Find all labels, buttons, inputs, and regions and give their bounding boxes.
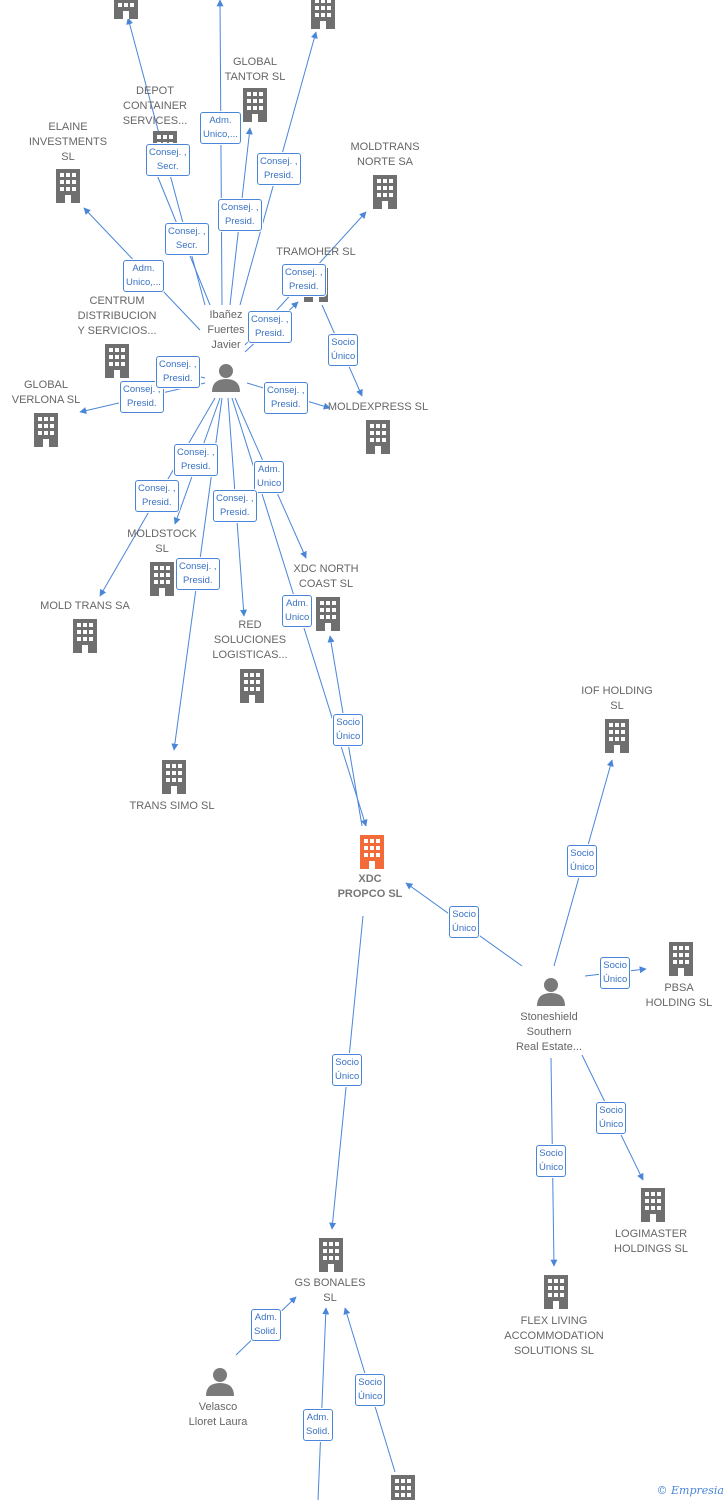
node-label-gs-bonales[interactable]: GS BONALES SL xyxy=(294,1277,366,1304)
node-label-red-soluciones[interactable]: RED SOLUCIONES LOGISTICAS... xyxy=(212,619,288,661)
node-label-moldstock[interactable]: MOLDSTOCK SL xyxy=(127,528,197,555)
building-icon-flex-living[interactable] xyxy=(544,1275,568,1309)
building-icon-centrum[interactable] xyxy=(105,344,129,378)
edge-label-ibanez-moldstock[interactable]: Consej. , Presid. xyxy=(174,444,218,476)
node-label-trans-simo[interactable]: TRANS SIMO SL xyxy=(129,800,215,812)
node-label-xdc-propco[interactable]: XDC PROPCO SL xyxy=(337,873,403,900)
edge-label-velasco-gs_bonales[interactable]: Adm. Solid. xyxy=(251,1309,281,1341)
building-icon-global-verlona[interactable] xyxy=(34,413,58,447)
copyright-symbol: © xyxy=(656,1484,668,1497)
icons-layer xyxy=(34,0,693,1500)
edge-label-xdc_propco-gs_bonales[interactable]: Socio Único xyxy=(332,1054,363,1086)
building-icon-top1[interactable] xyxy=(114,0,138,19)
building-icon-mold-trans[interactable] xyxy=(73,619,97,653)
edge-label-xdc_propco-xdc_north[interactable]: Socio Único xyxy=(333,714,364,746)
building-icon-red-soluciones[interactable] xyxy=(240,669,264,703)
edge-label-tramoher-moldexpress[interactable]: Socio Único xyxy=(328,334,359,366)
building-icon-trans-simo[interactable] xyxy=(162,760,186,794)
node-label-tramoher[interactable]: TRAMOHER SL xyxy=(276,246,356,258)
edge-label-bottom_building-gs_bonales-2[interactable]: Adm. Solid. xyxy=(303,1409,333,1441)
person-icon-ibanez[interactable] xyxy=(212,364,240,392)
edge-label-ibanez-moldtrans_norte[interactable]: Consej. , Presid. xyxy=(282,264,326,296)
edge-label-ibanez-xdc_propco[interactable]: Adm. Unico xyxy=(282,595,313,627)
building-icon-moldtrans-norte[interactable] xyxy=(373,175,397,209)
node-label-logimaster[interactable]: LOGIMASTER HOLDINGS SL xyxy=(614,1228,688,1255)
building-icon-xdc-north[interactable] xyxy=(316,597,340,631)
node-label-mold-trans[interactable]: MOLD TRANS SA xyxy=(40,600,130,612)
edge-label-ibanez-depot-2[interactable]: Consej. , Secr. xyxy=(165,223,209,255)
footer-brand: © Empresia xyxy=(657,1484,725,1497)
person-icon-stoneshield[interactable] xyxy=(537,978,565,1006)
edge-label-ibanez-depot[interactable]: Adm. Unico,... xyxy=(200,112,241,144)
node-label-xdc-north[interactable]: XDC NORTH COAST SL xyxy=(293,563,359,590)
node-label-ibanez[interactable]: Ibañez Fuertes Javier xyxy=(207,309,245,351)
node-label-stoneshield[interactable]: Stoneshield Southern Real Estate... xyxy=(515,1011,583,1053)
node-label-moldexpress[interactable]: MOLDEXPRESS SL xyxy=(327,401,429,413)
edge-label-ibanez-xdc_north[interactable]: Adm. Unico xyxy=(254,461,285,493)
building-icon-moldstock[interactable] xyxy=(150,562,174,596)
building-icon-logimaster[interactable] xyxy=(641,1188,665,1222)
edge-label-stoneshield-flex_living[interactable]: Socio Único xyxy=(536,1145,567,1177)
edge-label-ibanez-global_tantor[interactable]: Consej. , Presid. xyxy=(218,199,262,231)
edge-label-stoneshield-pbsa[interactable]: Socio Único xyxy=(600,957,631,989)
edge-label-ibanez-top2[interactable]: Consej. , Presid. xyxy=(257,153,301,185)
edge-label-ibanez-red_soluciones[interactable]: Consej. , Presid. xyxy=(213,490,257,522)
edge-label-ibanez-top1[interactable]: Consej. , Secr. xyxy=(146,144,190,176)
edge-label-ibanez-mold_trans[interactable]: Consej. , Presid. xyxy=(135,480,179,512)
brand-name: Empresia xyxy=(671,1484,724,1497)
node-label-elaine[interactable]: ELAINE INVESTMENTS SL xyxy=(28,121,108,163)
building-icon-xdc-propco[interactable] xyxy=(360,835,384,869)
edge-label-ibanez-tramoher[interactable]: Consej. , Presid. xyxy=(248,311,292,343)
building-icon-bottom-building[interactable] xyxy=(391,1475,415,1500)
edge-label-ibanez-elaine[interactable]: Adm. Unico,... xyxy=(123,260,164,292)
node-label-iof[interactable]: IOF HOLDING SL xyxy=(581,685,653,712)
edge-label-ibanez-moldexpress[interactable]: Consej. , Presid. xyxy=(264,382,308,414)
node-label-depot[interactable]: DEPOT CONTAINER SERVICES... xyxy=(122,85,188,127)
edge-label-stoneshield-logimaster[interactable]: Socio Único xyxy=(596,1102,627,1134)
person-icon-velasco[interactable] xyxy=(206,1368,234,1396)
building-icon-top2[interactable] xyxy=(311,0,335,29)
node-label-centrum[interactable]: CENTRUM DISTRIBUCION Y SERVICIOS... xyxy=(77,295,157,337)
edge-label-ibanez-trans_simo[interactable]: Consej. , Presid. xyxy=(176,558,220,590)
building-icon-gs-bonales[interactable] xyxy=(319,1238,343,1272)
building-icon-global-tantor[interactable] xyxy=(243,88,267,122)
node-label-flex-living[interactable]: FLEX LIVING ACCOMMODATION SOLUTIONS SL xyxy=(504,1315,604,1357)
building-icon-pbsa[interactable] xyxy=(669,942,693,976)
edge-label-bottom_building-gs_bonales[interactable]: Socio Único xyxy=(355,1374,386,1406)
building-icon-moldexpress[interactable] xyxy=(366,420,390,454)
building-icon-elaine[interactable] xyxy=(56,169,80,203)
node-label-velasco[interactable]: Velasco Lloret Laura xyxy=(188,1401,248,1428)
building-icon-iof[interactable] xyxy=(605,719,629,753)
node-label-global-tantor[interactable]: GLOBAL TANTOR SL xyxy=(224,56,286,83)
edge-label-stoneshield-iof[interactable]: Socio Único xyxy=(567,845,598,877)
node-label-global-verlona[interactable]: GLOBAL VERLONA SL xyxy=(11,379,81,406)
node-label-moldtrans-norte[interactable]: MOLDTRANS NORTE SA xyxy=(350,141,420,168)
edge-bottom_building-gs_bonales-2 xyxy=(317,1307,330,1500)
edge-label-stoneshield-xdc_propco[interactable]: Socio Único xyxy=(449,906,480,938)
edge-label-ibanez-centrum[interactable]: Consej. , Presid. xyxy=(156,356,200,388)
node-label-pbsa[interactable]: PBSA HOLDING SL xyxy=(645,982,713,1009)
edge-ibanez-depot xyxy=(216,0,224,306)
